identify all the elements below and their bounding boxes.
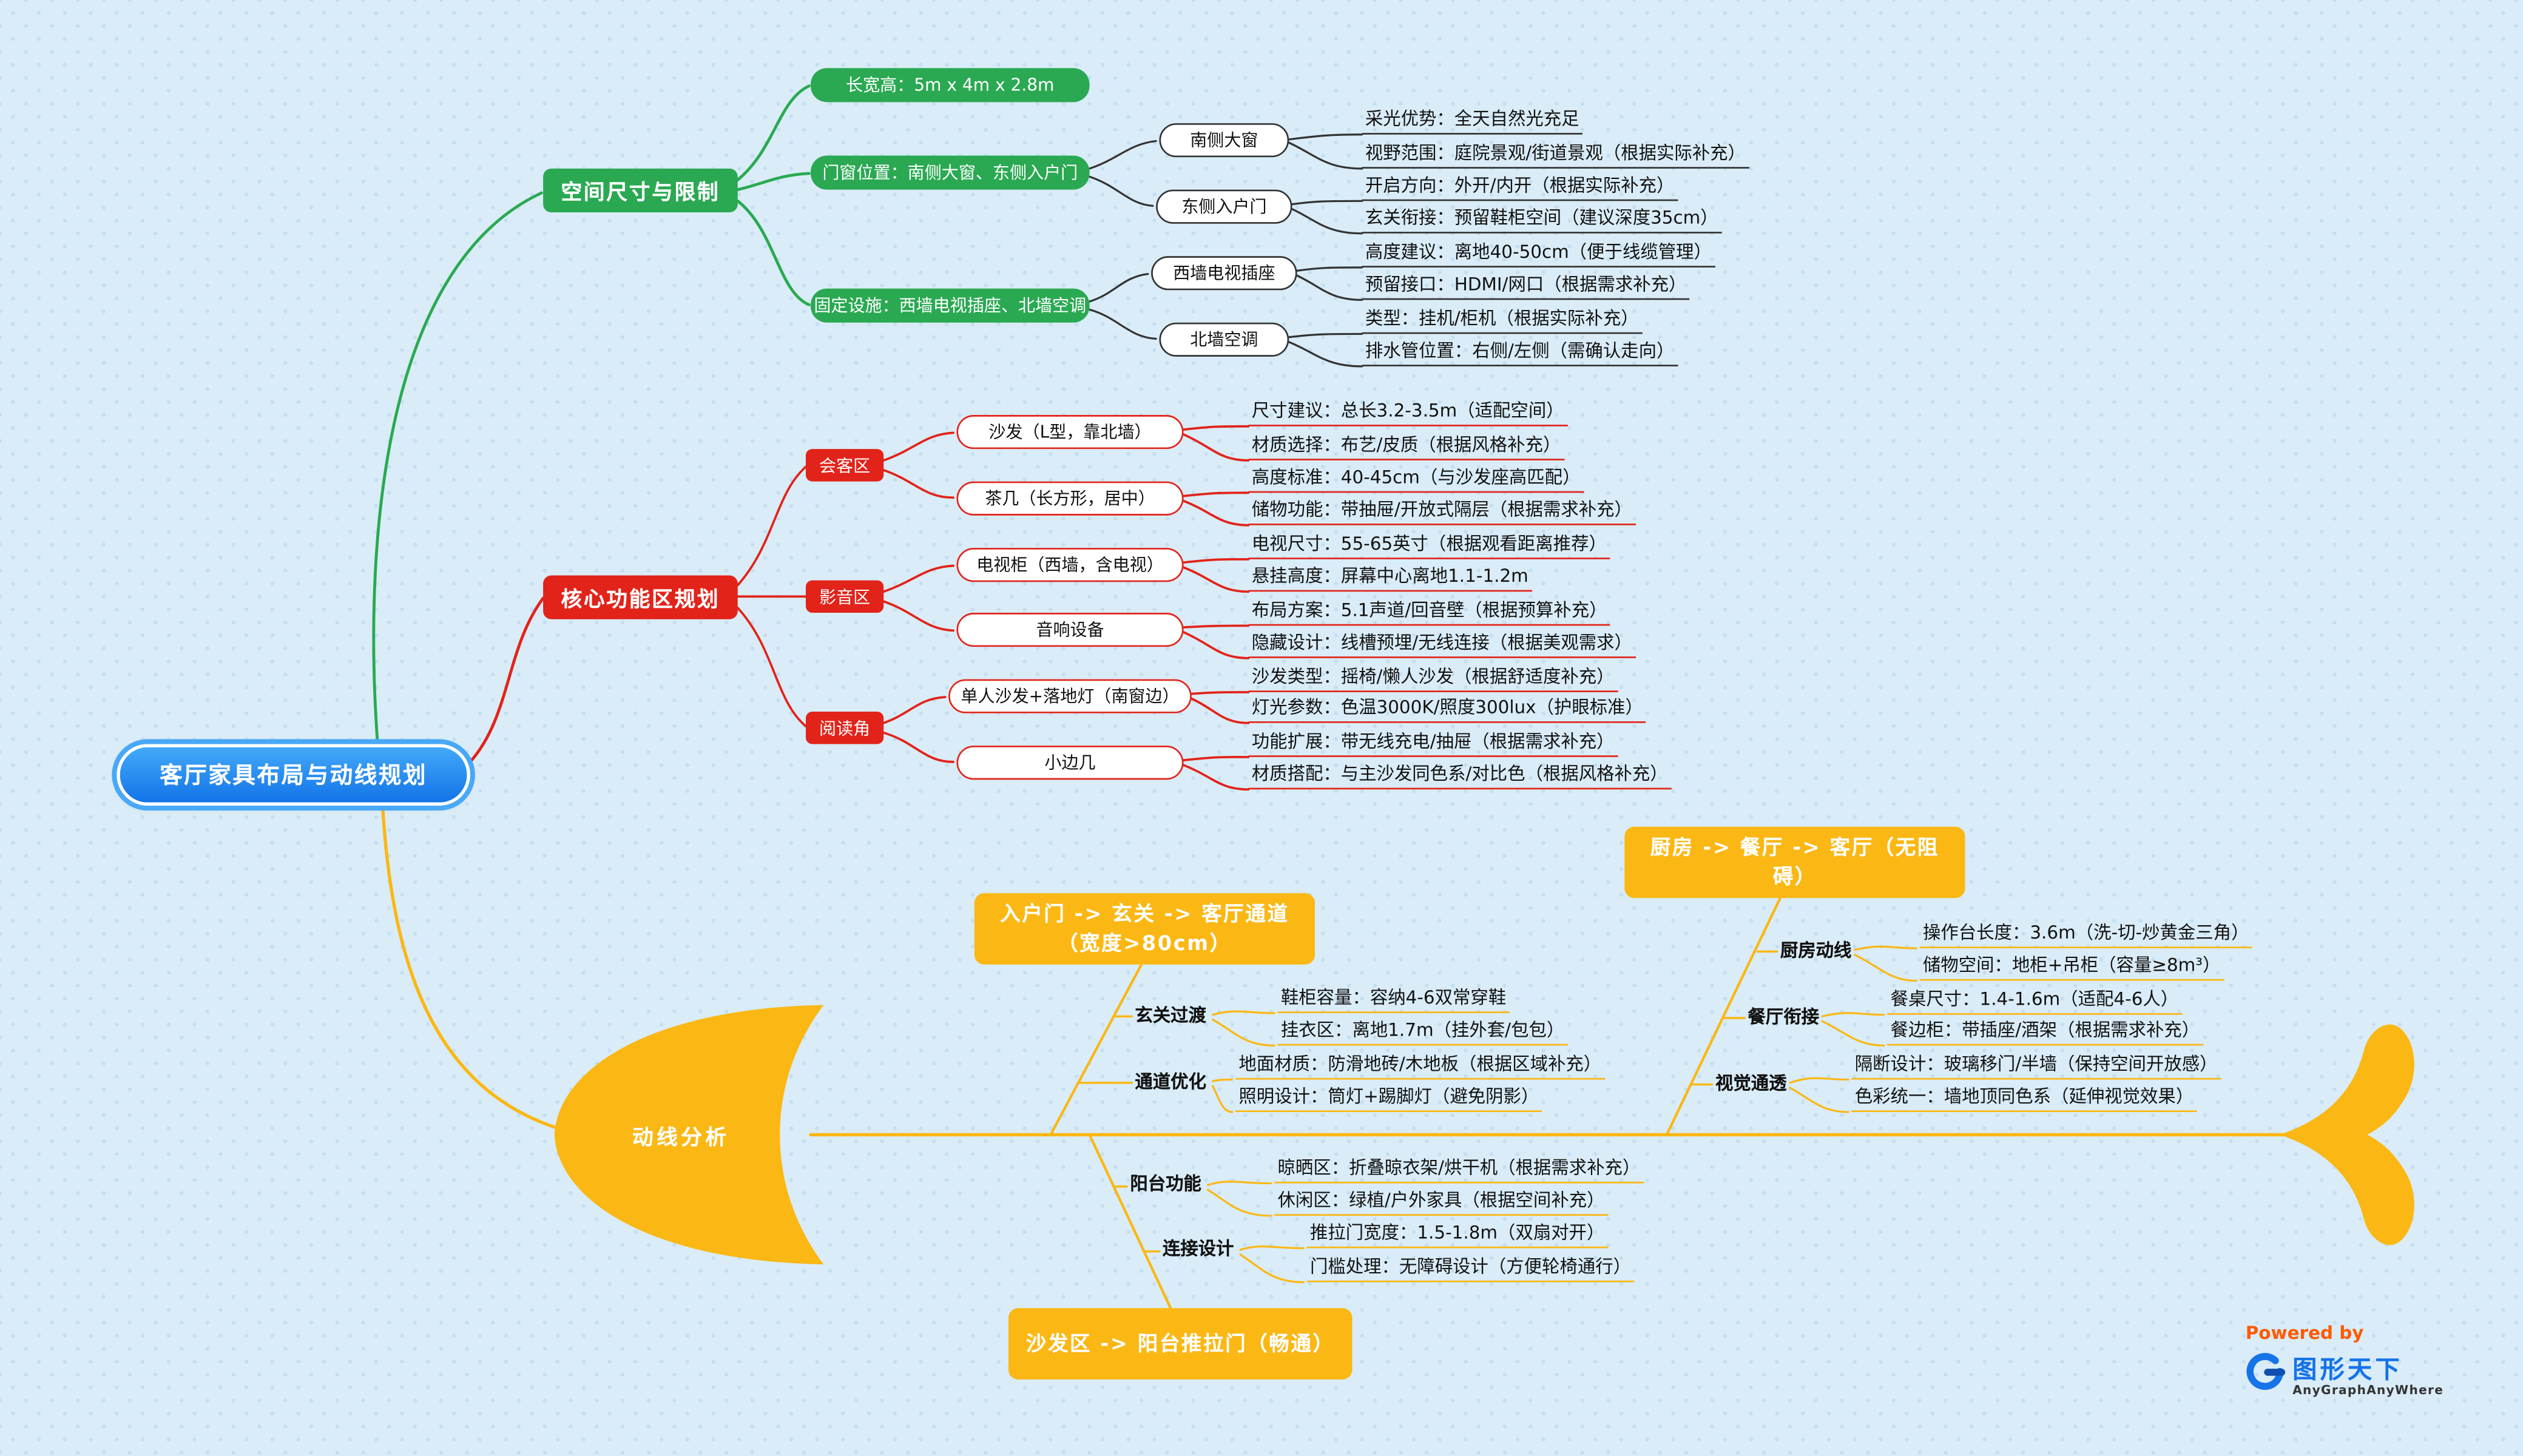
leaf-ac-type[interactable]: 类型：挂机/柜机（根据实际补充） — [1362, 308, 1642, 334]
leaf-socket-height[interactable]: 高度建议：离地40-50cm（便于线缆管理） — [1362, 241, 1715, 268]
leaf-lighting-design[interactable]: 照明设计：筒灯+踢脚灯（避免阴影） — [1235, 1086, 1542, 1112]
sub-entry-transition[interactable]: 玄关过渡 — [1135, 1005, 1206, 1026]
leaf-coat-area[interactable]: 挂衣区：离地1.7m（挂外套/包包） — [1277, 1020, 1568, 1046]
sub-dining-link[interactable]: 餐厅衔接 — [1748, 1006, 1819, 1028]
oval-armchair-lamp[interactable]: 单人沙发+落地灯（南窗边） — [948, 679, 1192, 713]
powered-by-label: Powered by — [2245, 1323, 2364, 1344]
yellow-links — [380, 804, 2294, 1310]
leaf-partition[interactable]: 隔断设计：玻璃移门/半墙（保持空间开放感） — [1851, 1054, 2221, 1080]
leaf-lamp-params[interactable]: 灯光参数：色温3000K/照度300lux（护眼标准） — [1248, 697, 1647, 723]
g-logo-icon — [2246, 1353, 2286, 1390]
leaf-ports[interactable]: 预留接口：HDMI/网口（根据需求补充） — [1362, 274, 1690, 300]
node-reading-zone[interactable]: 阅读角 — [805, 712, 884, 744]
leaf-tv-height[interactable]: 悬挂高度：屏幕中心离地1.1-1.2m — [1248, 566, 1532, 592]
leaf-threshold[interactable]: 门槛处理：无障碍设计（方便轮椅通行） — [1306, 1256, 1635, 1282]
brand-tagline: AnyGraphAnyWhere — [2292, 1383, 2444, 1398]
leaf-floor-material[interactable]: 地面材质：防滑地砖/木地板（根据区域补充） — [1235, 1054, 1605, 1080]
oval-side-table[interactable]: 小边几 — [956, 746, 1184, 780]
node-doors-windows[interactable]: 门窗位置：南侧大窗、东侧入户门 — [811, 155, 1090, 190]
oval-audio[interactable]: 音响设备 — [956, 613, 1184, 647]
leaf-color-unity[interactable]: 色彩统一：墙地顶同色系（延伸视觉效果） — [1851, 1086, 2197, 1112]
oval-south-window[interactable]: 南侧大窗 — [1159, 123, 1289, 158]
sub-balcony-function[interactable]: 阳台功能 — [1130, 1173, 1201, 1195]
sub-visual-openness[interactable]: 视觉通透 — [1715, 1073, 1787, 1094]
leaf-sliding-door[interactable]: 推拉门宽度：1.5-1.8m（双扇对开） — [1306, 1222, 1608, 1249]
leaf-tea-storage[interactable]: 储物功能：带抽屉/开放式隔层（根据需求补充） — [1248, 499, 1636, 525]
fishbone-header-kitchen[interactable]: 厨房 -> 餐厅 -> 客厅（无阻碍） — [1624, 826, 1965, 898]
leaf-open-dir[interactable]: 开启方向：外开/内开（根据实际补充） — [1362, 175, 1678, 201]
leaf-storage-space[interactable]: 储物空间：地柜+吊柜（容量≥8m³） — [1919, 955, 2224, 981]
brand-logo-icon[interactable] — [2244, 1350, 2286, 1392]
fish-head-shape[interactable] — [554, 1005, 824, 1265]
sub-kitchen-flow[interactable]: 厨房动线 — [1780, 940, 1852, 962]
leaf-audio-layout[interactable]: 布局方案：5.1声道/回音壁（根据预算补充） — [1248, 600, 1610, 626]
branch-space[interactable]: 空间尺寸与限制 — [543, 168, 738, 213]
leaf-leisure-area[interactable]: 休闲区：绿植/户外家具（根据空间补充） — [1274, 1190, 1608, 1216]
leaf-dining-table[interactable]: 餐桌尺寸：1.4-1.6m（适配4-6人） — [1887, 989, 2182, 1015]
leaf-view[interactable]: 视野范围：庭院景观/街道景观（根据实际补充） — [1362, 143, 1749, 169]
oval-tea-table[interactable]: 茶几（长方形，居中） — [956, 481, 1184, 516]
branch-core-zones[interactable]: 核心功能区规划 — [543, 575, 738, 619]
node-fixed-facilities[interactable]: 固定设施：西墙电视插座、北墙空调 — [811, 288, 1090, 323]
oval-north-ac[interactable]: 北墙空调 — [1159, 322, 1289, 357]
leaf-sofa-material[interactable]: 材质选择：布艺/皮质（根据风格补充） — [1248, 434, 1564, 460]
leaf-entry-link[interactable]: 玄关衔接：预留鞋柜空间（建议深度35cm） — [1362, 207, 1722, 234]
leaf-shoe-cabinet[interactable]: 鞋柜容量：容纳4-6双常穿鞋 — [1277, 987, 1510, 1013]
sub-connection-design[interactable]: 连接设计 — [1162, 1238, 1234, 1260]
root-node[interactable]: 客厅家具布局与动线规划 — [117, 744, 470, 806]
leaf-side-material[interactable]: 材质搭配：与主沙发同色系/对比色（根据风格补充） — [1248, 764, 1672, 790]
green-links — [372, 84, 811, 747]
oval-west-tv-socket[interactable]: 西墙电视插座 — [1151, 256, 1297, 291]
oval-sofa[interactable]: 沙发（L型，靠北墙） — [956, 415, 1184, 450]
leaf-drying-area[interactable]: 晾晒区：折叠晾衣架/烘干机（根据需求补充） — [1274, 1158, 1644, 1184]
leaf-drainpipe[interactable]: 排水管位置：右侧/左侧（需确认走向） — [1362, 340, 1678, 366]
oval-east-door[interactable]: 东侧入户门 — [1156, 189, 1292, 224]
brand-name[interactable]: 图形天下 — [2292, 1355, 2403, 1384]
node-dimensions[interactable]: 长宽高：5m x 4m x 2.8m — [811, 68, 1090, 103]
node-av-zone[interactable]: 影音区 — [805, 580, 884, 613]
red-links — [468, 425, 1250, 791]
fishbone-header-balcony[interactable]: 沙发区 -> 阳台推拉门（畅通） — [1008, 1308, 1353, 1380]
fishbone-header-entry[interactable]: 入户门 -> 玄关 -> 客厅通道（宽度>80cm） — [974, 893, 1315, 965]
leaf-counter-length[interactable]: 操作台长度：3.6m（洗-切-炒黄金三角） — [1919, 922, 2252, 949]
leaf-audio-hidden[interactable]: 隐藏设计：线槽预埋/无线连接（根据美观需求） — [1248, 632, 1636, 658]
sub-corridor-optimize[interactable]: 通道优化 — [1135, 1071, 1206, 1093]
leaf-lighting[interactable]: 采光优势：全天自然光充足 — [1362, 109, 1582, 135]
leaf-side-function[interactable]: 功能扩展：带无线充电/抽屉（根据需求补充） — [1248, 731, 1618, 757]
leaf-sideboard[interactable]: 餐边柜：带插座/酒架（根据需求补充） — [1887, 1020, 2203, 1046]
leaf-sofa-size[interactable]: 尺寸建议：总长3.2-3.5m（适配空间） — [1248, 400, 1567, 426]
branch-flow-analysis[interactable]: 动线分析 — [632, 1125, 730, 1150]
leaf-tea-height[interactable]: 高度标准：40-45cm（与沙发座高匹配） — [1248, 467, 1584, 493]
green-leaf-links — [1088, 133, 1363, 368]
leaf-tv-size[interactable]: 电视尺寸：55-65英寸（根据观看距离推荐） — [1248, 533, 1610, 559]
fish-tail-shape — [2279, 1024, 2414, 1245]
node-guest-zone[interactable]: 会客区 — [805, 449, 884, 482]
oval-tv-cabinet[interactable]: 电视柜（西墙，含电视） — [956, 548, 1184, 582]
leaf-chair-type[interactable]: 沙发类型：摇椅/懒人沙发（根据舒适度补充） — [1248, 666, 1618, 692]
